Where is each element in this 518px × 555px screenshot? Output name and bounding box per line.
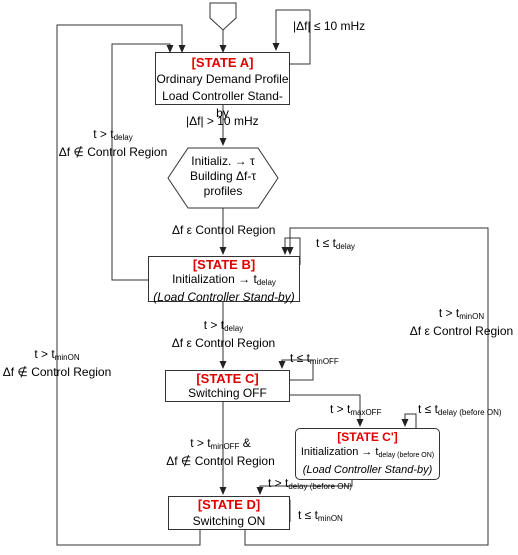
- entry-connector-shape: [209, 2, 237, 31]
- label-d-to-b: t > tminON Δf ε Control Region: [409, 306, 514, 338]
- label-c-to-c2: t > tmaxOFF: [330, 402, 382, 417]
- c-self-loop-arrow: [278, 359, 314, 381]
- decision-line2: Building Δf-τ: [189, 169, 257, 183]
- c2-self-loop-arrow: [401, 413, 417, 428]
- state-d-line1: Switching ON: [192, 514, 266, 528]
- a-self-loop-arrow: [290, 10, 311, 65]
- state-a-line1: Ordinary Demand Profile: [156, 72, 289, 86]
- state-c2-line1: Initialization → tdelay (before ON): [300, 446, 435, 459]
- state-b-box: [STATE B] Initialization → tdelay (Load …: [148, 256, 300, 304]
- decision-line1: Initializ. → τ: [191, 154, 255, 168]
- state-a-box: [STATE A] Ordinary Demand Profile Load C…: [155, 52, 290, 120]
- b-self-loop-arrow: [281, 237, 301, 265]
- state-c-box: [STATE C] Switching OFF: [165, 370, 290, 402]
- state-a-line2: Load Controller Stand-by: [162, 89, 283, 120]
- label-d-self: t ≤ tminON: [298, 508, 343, 523]
- state-b-title: [STATE B]: [192, 257, 256, 272]
- state-a-title: [STATE A]: [191, 55, 254, 70]
- state-c2-box: [STATE C'] Initialization → tdelay (befo…: [295, 428, 440, 480]
- state-c2-title: [STATE C']: [337, 430, 398, 444]
- label-c2-to-d: t > tdelay (before ON): [268, 476, 352, 491]
- state-b-line2: (Load Controller Stand-by): [153, 290, 295, 304]
- label-c-self: t ≤ tminOFF: [290, 351, 339, 366]
- label-b-to-c: t > tdelay Δf ε Control Region: [171, 318, 276, 350]
- state-d-box: [STATE D] Switching ON: [168, 496, 290, 530]
- c2-to-d-arrow: [256, 480, 353, 495]
- label-c2-self: t ≤ tdelay (before ON): [418, 402, 502, 417]
- label-d-to-a: t > tminON Δf ∉ Control Region: [2, 347, 112, 379]
- label-b-self: t ≤ tdelay: [316, 236, 356, 251]
- state-b-line1: Initialization → tdelay: [172, 272, 276, 287]
- b-to-a-arrow: [111, 43, 174, 281]
- label-a-self: |Δf| ≤ 10 mHz: [293, 19, 366, 33]
- d-to-a-arrow: [56, 24, 201, 546]
- label-a-to-decision: |Δf| > 10 mHz: [186, 114, 259, 128]
- label-decision-to-b: Δf ε Control Region: [172, 223, 276, 237]
- decision-text: Initializ. → τ Building Δf-τ profiles: [176, 154, 270, 199]
- d-to-b-arrow: [244, 227, 489, 546]
- decision-diamond: [167, 147, 279, 209]
- label-c-to-d: t > tminOFF & Δf ∉ Control Region: [166, 436, 275, 468]
- state-c-line1: Switching OFF: [188, 386, 267, 400]
- c-to-c2-arrow: [290, 394, 364, 427]
- label-b-to-a: t > tdelay Δf ∉ Control Region: [58, 127, 168, 159]
- state-c2-line2: (Load Controller Stand-by): [302, 464, 433, 476]
- state-c-title: [STATE C]: [196, 371, 259, 386]
- decision-line3: profiles: [203, 184, 243, 198]
- state-d-title: [STATE D]: [197, 497, 261, 512]
